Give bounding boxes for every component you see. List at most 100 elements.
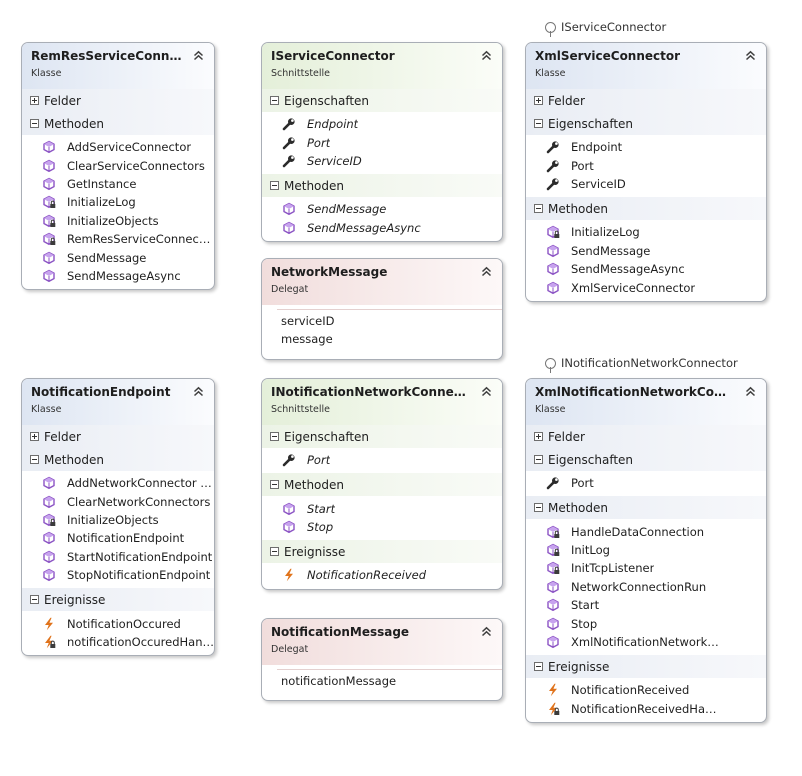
collapse-minus-icon[interactable] — [30, 455, 39, 464]
member-item[interactable]: InitializeLog — [526, 223, 766, 241]
member-item[interactable]: Port — [526, 474, 766, 492]
member-item[interactable]: ServiceID — [262, 152, 502, 170]
collapse-chevron-icon[interactable] — [480, 49, 493, 62]
collapse-minus-icon[interactable] — [270, 181, 279, 191]
member-item[interactable]: SendMessage — [526, 242, 766, 260]
member-item[interactable]: Port — [262, 133, 502, 151]
compartment-header-methoden[interactable]: Methoden — [526, 496, 766, 520]
expand-plus-icon[interactable] — [30, 432, 39, 441]
expand-plus-icon[interactable] — [30, 96, 39, 105]
member-item[interactable]: HandleDataConnection — [526, 522, 766, 540]
member-item[interactable]: Stop — [262, 518, 502, 536]
collapse-chevron-icon[interactable] — [744, 49, 757, 62]
collapse-minus-icon[interactable] — [270, 96, 279, 105]
member-item[interactable]: NetworkConnectionRun — [526, 578, 766, 596]
member-item[interactable]: SendMessageAsync — [526, 260, 766, 278]
compartment-header-felder[interactable]: Felder — [526, 89, 766, 112]
member-item[interactable]: StartNotificationEndpoint — [22, 548, 214, 566]
compartment-header-eigenschaften[interactable]: Eigenschaften — [526, 448, 766, 471]
member-item[interactable]: NotificationEndpoint — [22, 529, 214, 547]
collapse-chevron-icon[interactable] — [480, 625, 493, 638]
member-item[interactable]: Port — [262, 451, 502, 469]
member-item[interactable]: Start — [526, 596, 766, 614]
collapse-minus-icon[interactable] — [30, 595, 39, 605]
member-item[interactable]: StopNotificationEndpoint — [22, 566, 214, 584]
compartment-header-ereignisse[interactable]: Ereignisse — [526, 655, 766, 679]
member-item[interactable]: XmlNotificationNetworkConnector — [526, 633, 766, 651]
member-item[interactable]: NotificationReceived — [262, 566, 502, 584]
member-item[interactable]: SendMessageAsync — [22, 267, 214, 285]
member-item[interactable]: SendMessageAsync — [262, 219, 502, 237]
member-item[interactable]: InitLog — [526, 541, 766, 559]
compartment-header-ereignisse[interactable]: Ereignisse — [22, 588, 214, 612]
member-item[interactable]: Endpoint — [262, 115, 502, 133]
member-item[interactable]: InitializeLog — [22, 193, 214, 211]
member-item[interactable]: RemResServiceConnector — [22, 230, 214, 248]
member-item[interactable]: ServiceID — [526, 175, 766, 193]
collapse-chevron-icon[interactable] — [192, 385, 205, 398]
compartment-header-felder[interactable]: Felder — [526, 425, 766, 448]
member-item[interactable]: notificationOccuredHan… — [22, 633, 214, 651]
member-item[interactable]: NotificationReceived — [526, 681, 766, 699]
collapse-minus-icon[interactable] — [534, 662, 543, 672]
member-item[interactable]: XmlServiceConnector — [526, 278, 766, 296]
compartment-header-methoden[interactable]: Methoden — [262, 473, 502, 497]
member-item[interactable]: Start — [262, 499, 502, 517]
compartment-header-methoden[interactable]: Methoden — [22, 112, 214, 135]
compartment-header-methoden[interactable]: Methoden — [262, 174, 502, 198]
compartment-header-methoden[interactable]: Methoden — [22, 448, 214, 471]
member-item[interactable]: NotificationReceivedHandler — [526, 700, 766, 718]
compartment-header-eigenschaften[interactable]: Eigenschaften — [262, 425, 502, 448]
collapse-minus-icon[interactable] — [534, 455, 543, 464]
collapse-minus-icon[interactable] — [534, 503, 543, 513]
member-item[interactable]: NotificationOccured — [22, 614, 214, 632]
collapse-chevron-icon[interactable] — [480, 385, 493, 398]
delegate-parameter[interactable]: serviceID — [281, 314, 335, 328]
compartment-header-felder[interactable]: Felder — [22, 89, 214, 112]
delegate-parameter[interactable]: message — [281, 332, 333, 347]
collapse-minus-icon[interactable] — [270, 432, 279, 441]
shape-header[interactable]: XmlNotificationNetworkConnect…Klasse — [526, 379, 766, 425]
member-item[interactable]: SendMessage — [262, 200, 502, 218]
member-item[interactable]: AddServiceConnector — [22, 138, 214, 156]
compartment-header-felder[interactable]: Felder — [22, 425, 214, 448]
member-item[interactable]: Port — [526, 156, 766, 174]
member-item[interactable]: ClearNetworkConnectors — [22, 492, 214, 510]
collapse-minus-icon[interactable] — [30, 119, 39, 128]
collapse-minus-icon[interactable] — [534, 119, 543, 128]
compartment-header-eigenschaften[interactable]: Eigenschaften — [262, 89, 502, 112]
member-item[interactable]: InitializeObjects — [22, 212, 214, 230]
compartment-header-ereignisse[interactable]: Ereignisse — [262, 540, 502, 564]
collapse-chevron-icon[interactable] — [192, 49, 205, 62]
collapse-minus-icon[interactable] — [270, 480, 279, 490]
member-item[interactable]: AddNetworkConnector (… — [22, 474, 214, 492]
member-item[interactable]: InitTcpListener — [526, 559, 766, 577]
compartment-header-eigenschaften[interactable]: Eigenschaften — [526, 112, 766, 135]
compartment-header-methoden[interactable]: Methoden — [526, 197, 766, 221]
member-item[interactable]: SendMessage — [22, 248, 214, 266]
member-item[interactable]: Stop — [526, 614, 766, 632]
member-item[interactable]: InitializeObjects — [22, 511, 214, 529]
collapse-minus-icon[interactable] — [270, 547, 279, 557]
delegate-parameter[interactable]: notificationMessage — [281, 674, 397, 688]
collapse-minus-icon[interactable] — [534, 204, 543, 214]
member-item[interactable]: Endpoint — [526, 138, 766, 156]
member-item[interactable]: GetInstance — [22, 175, 214, 193]
collapse-chevron-icon[interactable] — [744, 385, 757, 398]
member-item[interactable]: ClearServiceConnectors — [22, 156, 214, 174]
expand-plus-icon[interactable] — [534, 432, 543, 441]
